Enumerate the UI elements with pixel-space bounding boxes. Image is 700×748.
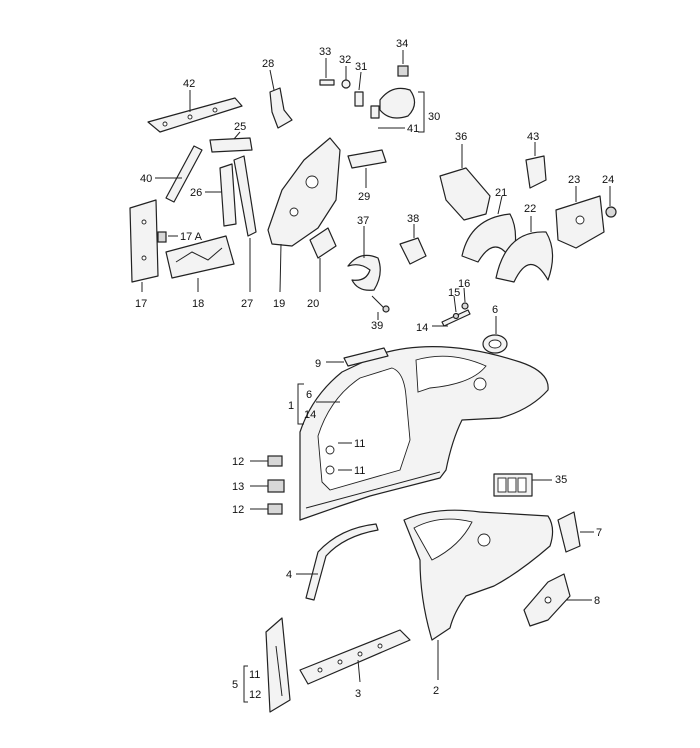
part-12-clip-lower <box>250 503 283 515</box>
part-3-sill <box>299 629 411 685</box>
callout-24: 24 <box>602 174 614 186</box>
part-7-bracket <box>557 511 594 553</box>
part-2-quarter-panel <box>403 509 554 680</box>
part-5-pillar <box>243 617 291 713</box>
part-17A-clip <box>157 231 178 243</box>
callout-11a: 11 <box>354 438 365 450</box>
callout-17A: 17 A <box>180 231 203 243</box>
part-21-wheel-arch <box>461 195 517 263</box>
callout-21: 21 <box>495 187 507 199</box>
callout-1-14: 14 <box>304 409 316 421</box>
callout-4: 4 <box>286 569 292 581</box>
part-35-vent <box>493 473 552 497</box>
callout-41: 41 <box>407 123 419 135</box>
part-4-seal <box>296 523 379 601</box>
callout-12a: 12 <box>232 456 244 468</box>
callout-3: 3 <box>355 688 361 700</box>
part-38-bracket <box>399 224 427 265</box>
part-32-nut <box>341 66 351 89</box>
part-23-bracket <box>555 186 605 249</box>
part-37-shroud <box>347 226 381 291</box>
callout-37: 37 <box>357 215 369 227</box>
callout-18: 18 <box>192 298 204 310</box>
part-15-16-14 <box>432 287 471 327</box>
part-27-pillar <box>233 155 257 292</box>
callout-43: 43 <box>527 131 539 143</box>
callout-23: 23 <box>568 174 580 186</box>
callout-5-11: 11 <box>249 669 260 681</box>
callout-34: 34 <box>396 38 408 50</box>
callout-7: 7 <box>596 527 602 539</box>
callout-39: 39 <box>371 320 383 332</box>
part-42-rail <box>147 90 243 133</box>
part-20-plate <box>309 227 337 292</box>
callout-5: 5 <box>232 679 238 691</box>
callout-16: 16 <box>458 278 470 290</box>
part-18-panel <box>165 235 235 292</box>
callout-40: 40 <box>140 173 152 185</box>
callout-29: 29 <box>358 191 370 203</box>
callout-42: 42 <box>183 78 195 90</box>
part-30-fuel-lid <box>370 87 425 133</box>
part-8-cover <box>523 573 592 627</box>
callout-12b: 12 <box>232 504 244 516</box>
callout-33: 33 <box>319 46 331 58</box>
callout-31: 31 <box>355 61 367 73</box>
part-26-pillar <box>205 163 237 227</box>
callout-36: 36 <box>455 131 467 143</box>
part-22-wheel-arch <box>495 216 554 283</box>
callout-13: 13 <box>232 481 244 493</box>
part-34-clip <box>397 50 409 77</box>
part-24-grommet <box>605 186 617 218</box>
callout-15: 15 <box>448 287 460 299</box>
callout-2: 2 <box>433 685 439 697</box>
callout-14: 14 <box>416 322 428 334</box>
callout-35: 35 <box>555 474 567 486</box>
part-29-bracket <box>347 149 387 188</box>
part-1-side-panel-assembly <box>299 346 549 521</box>
part-6-grommet <box>482 316 508 354</box>
callout-28: 28 <box>262 58 274 70</box>
callout-20: 20 <box>307 298 319 310</box>
part-13-clip <box>250 479 285 493</box>
callout-30: 30 <box>428 111 440 123</box>
part-43-bracket <box>525 142 547 189</box>
callout-1: 1 <box>288 400 294 412</box>
callout-17: 17 <box>135 298 147 310</box>
part-19-inner-panel <box>267 137 341 293</box>
part-36-housing <box>439 144 491 221</box>
part-39-screw <box>371 295 390 320</box>
callout-32: 32 <box>339 54 351 66</box>
part-25-bracket <box>209 131 253 153</box>
bracket-1 <box>297 383 304 425</box>
part-12-clip-upper <box>250 455 283 467</box>
callout-19: 19 <box>273 298 285 310</box>
callout-11b: 11 <box>354 465 365 477</box>
part-17-panel <box>129 199 159 292</box>
part-33-bolt <box>319 58 335 86</box>
callout-5-12: 12 <box>249 689 261 701</box>
callout-1-6: 6 <box>306 389 312 401</box>
part-28-bracket <box>269 69 293 129</box>
callout-8: 8 <box>594 595 600 607</box>
callout-27: 27 <box>241 298 253 310</box>
callout-25: 25 <box>234 121 246 133</box>
callout-6: 6 <box>492 304 498 316</box>
callout-9: 9 <box>315 358 321 370</box>
part-9-trim <box>326 347 389 367</box>
callout-22: 22 <box>524 203 536 215</box>
callout-26: 26 <box>190 187 202 199</box>
part-40-strut <box>155 145 203 203</box>
callout-38: 38 <box>407 213 419 225</box>
part-31-hinge <box>354 71 364 107</box>
